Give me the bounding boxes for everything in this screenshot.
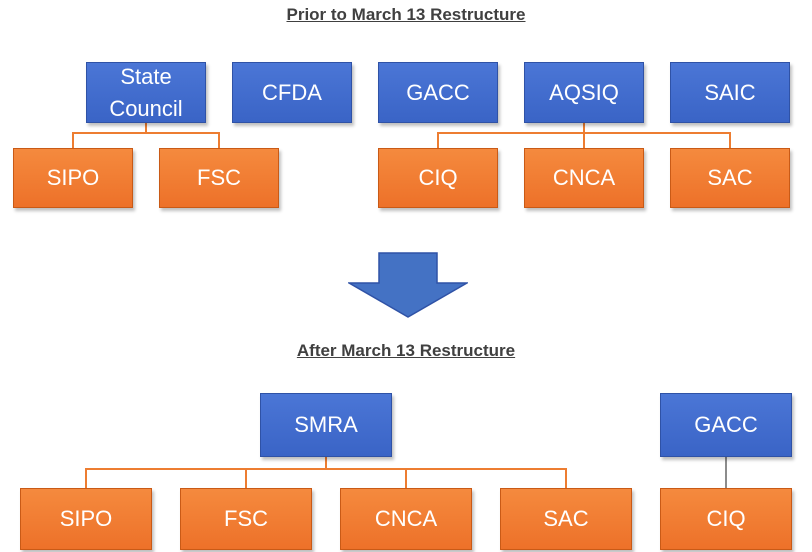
node-gacc-after: GACC — [660, 393, 792, 457]
node-saic: SAIC — [670, 62, 790, 123]
node-aqsiq-label: AQSIQ — [549, 79, 619, 105]
connector-to-sipo — [72, 132, 74, 148]
node-state-council-label: State Council — [109, 63, 183, 121]
node-sipo-before-label: SIPO — [46, 165, 100, 191]
node-cnca-before: CNCA — [524, 148, 644, 208]
node-ciq-after: CIQ — [660, 488, 792, 550]
connector-state-council-down — [145, 123, 147, 133]
node-sac-before: SAC — [670, 148, 790, 208]
node-cfda-label: CFDA — [262, 79, 322, 105]
connector-smra-down — [325, 457, 327, 469]
node-aqsiq: AQSIQ — [524, 62, 644, 123]
connector-to-fsc — [218, 132, 220, 148]
node-ciq-before-label: CIQ — [418, 165, 458, 191]
connector-to-fsc-after — [245, 468, 247, 488]
node-fsc-before-label: FSC — [197, 165, 241, 191]
node-ciq-before: CIQ — [378, 148, 498, 208]
node-smra: SMRA — [260, 393, 392, 457]
node-sipo-after-label: SIPO — [59, 506, 113, 532]
node-gacc-before: GACC — [378, 62, 498, 123]
node-state-council: State Council — [86, 62, 206, 123]
node-sac-after-label: SAC — [543, 506, 589, 532]
down-arrow-icon — [348, 252, 468, 318]
node-ciq-after-label: CIQ — [706, 506, 746, 532]
connector-smra-bar — [85, 468, 567, 470]
connector-to-sac-after — [565, 468, 567, 488]
connector-to-cnca-after — [405, 468, 407, 488]
heading-after: After March 13 Restructure — [296, 341, 516, 360]
node-cnca-after: CNCA — [340, 488, 472, 550]
connector-aqsiq-down — [583, 123, 585, 133]
connector-gacc-to-ciq — [725, 457, 727, 488]
node-cnca-before-label: CNCA — [552, 165, 616, 191]
node-gacc-after-label: GACC — [694, 412, 758, 438]
node-saic-label: SAIC — [704, 79, 756, 105]
node-gacc-before-label: GACC — [406, 79, 470, 105]
connector-to-sac — [729, 132, 731, 148]
connector-to-cnca — [583, 132, 585, 148]
node-fsc-after: FSC — [180, 488, 312, 550]
connector-state-council-bar — [72, 132, 220, 134]
node-sipo-after: SIPO — [20, 488, 152, 550]
connector-to-sipo-after — [85, 468, 87, 488]
node-sac-after: SAC — [500, 488, 632, 550]
node-sac-before-label: SAC — [707, 165, 753, 191]
node-cnca-after-label: CNCA — [374, 506, 438, 532]
node-smra-label: SMRA — [294, 412, 358, 438]
node-cfda: CFDA — [232, 62, 352, 123]
node-sipo-before: SIPO — [13, 148, 133, 208]
connector-to-ciq — [437, 132, 439, 148]
node-fsc-before: FSC — [159, 148, 279, 208]
node-fsc-after-label: FSC — [224, 506, 268, 532]
heading-before: Prior to March 13 Restructure — [286, 5, 526, 24]
